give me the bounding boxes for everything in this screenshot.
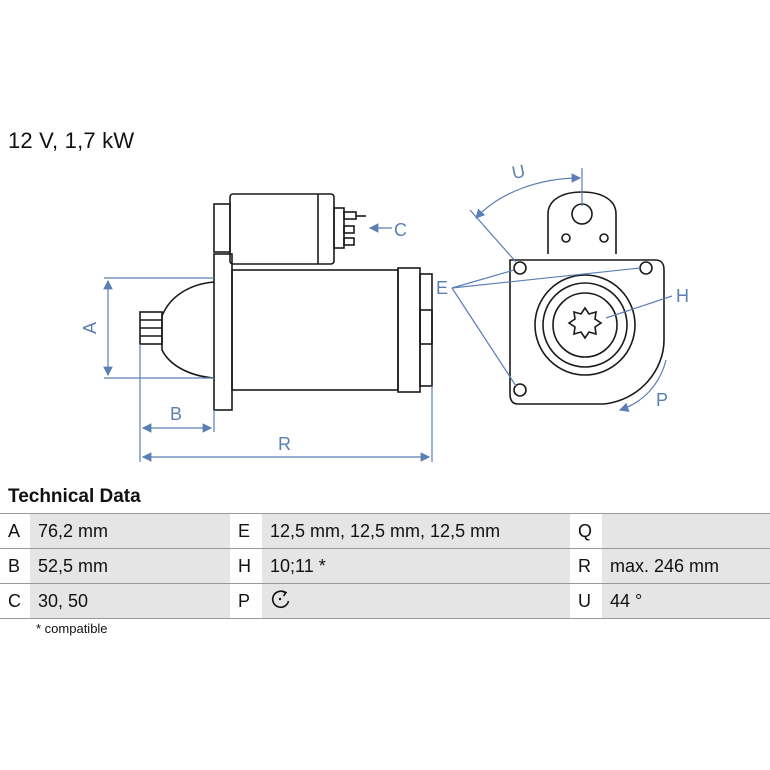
footnote: * compatible xyxy=(36,621,108,636)
label-c: C xyxy=(394,220,407,240)
label-p: P xyxy=(656,390,668,410)
spec-value: 44 ° xyxy=(602,583,770,619)
starter-motor-drawing: A B R C E H P U xyxy=(80,161,689,462)
spec-value: max. 246 mm xyxy=(602,548,770,584)
spec-key: C xyxy=(0,583,30,619)
side-view xyxy=(139,193,433,411)
spec-value: 52,5 mm xyxy=(30,548,230,584)
spec-heading: 12 V, 1,7 kW xyxy=(8,128,135,153)
spec-value: 10;11 * xyxy=(262,548,570,584)
technical-data-table: A 76,2 mm E 12,5 mm, 12,5 mm, 12,5 mm Q … xyxy=(0,513,770,619)
rotation-clockwise-icon xyxy=(270,588,292,615)
spec-key: Q xyxy=(570,513,602,549)
spec-value xyxy=(262,583,570,619)
spec-key: R xyxy=(570,548,602,584)
spec-key: P xyxy=(230,583,262,619)
spec-key: U xyxy=(570,583,602,619)
spec-key: B xyxy=(0,548,30,584)
label-u: U xyxy=(510,161,527,183)
label-a: A xyxy=(80,322,100,334)
spec-value: 76,2 mm xyxy=(30,513,230,549)
technical-data-title: Technical Data xyxy=(8,486,141,507)
spec-value xyxy=(602,513,770,549)
label-r: R xyxy=(278,434,291,454)
front-view xyxy=(509,191,665,405)
spec-key: H xyxy=(230,548,262,584)
spec-key: A xyxy=(0,513,30,549)
front-dimensions xyxy=(451,168,673,412)
label-h: H xyxy=(676,286,689,306)
table-row: A 76,2 mm E 12,5 mm, 12,5 mm, 12,5 mm Q xyxy=(0,513,770,549)
spec-key: E xyxy=(230,513,262,549)
side-dimensions xyxy=(103,223,433,462)
label-e: E xyxy=(436,278,448,298)
spec-value: 30, 50 xyxy=(30,583,230,619)
table-row: B 52,5 mm H 10;11 * R max. 246 mm xyxy=(0,548,770,584)
spec-value: 12,5 mm, 12,5 mm, 12,5 mm xyxy=(262,513,570,549)
table-row: C 30, 50 P U 44 ° xyxy=(0,583,770,619)
label-b: B xyxy=(170,404,182,424)
